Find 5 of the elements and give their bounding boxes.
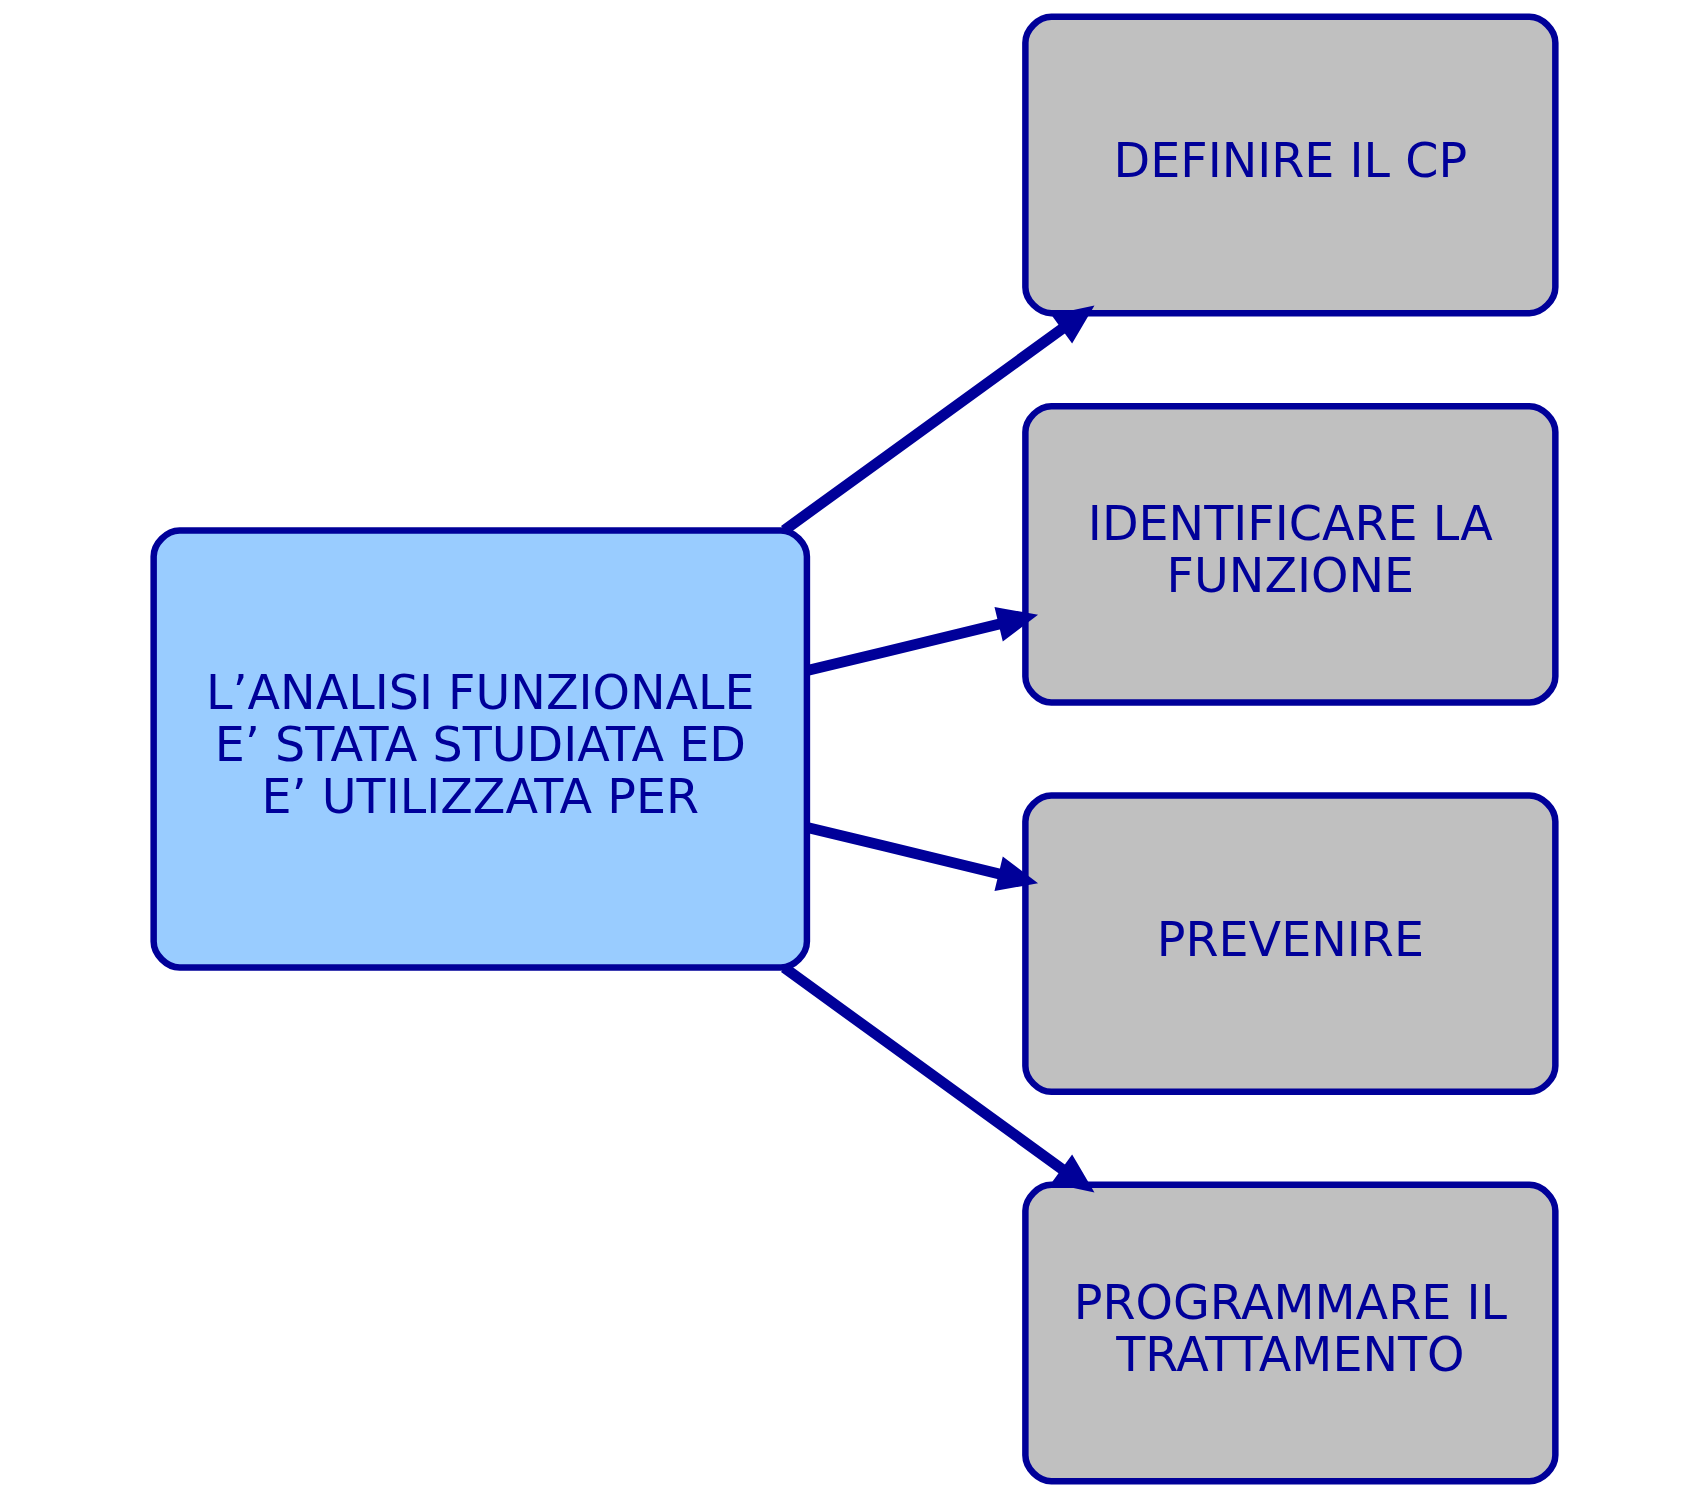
node-box: PROGRAMMARE IL TRATTAMENTO — [1021, 1181, 1559, 1485]
node-box: IDENTIFICARE LA FUNZIONE — [1021, 402, 1559, 706]
node-box: L’ANALISI FUNZIONALE E’ STATA STUDIATA ED E’ UTILIZZATA PER — [149, 527, 810, 971]
node-box: DEFINIRE IL CP — [1021, 13, 1559, 317]
node-box: PREVENIRE — [1021, 792, 1559, 1096]
